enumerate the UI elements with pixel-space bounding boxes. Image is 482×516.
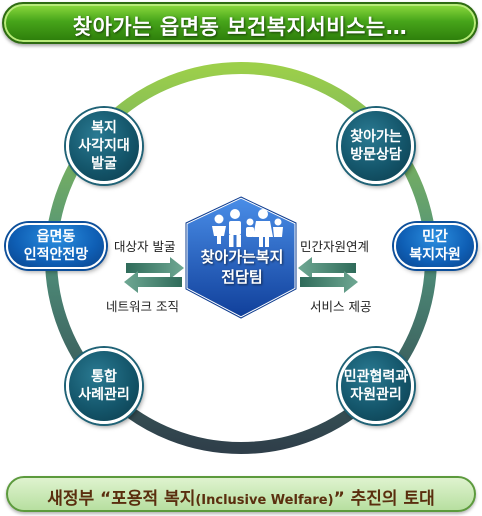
node-visiting-consultation: 찾아가는 방문상담 — [338, 108, 414, 184]
left-flow-arrows — [124, 257, 184, 293]
flow-label-target-discovery: 대상자 발굴 — [114, 239, 176, 254]
node-integrated-case-management: 통합 사례관리 — [66, 348, 142, 424]
title-text: 찾아가는 읍면동 보건복지서비스는… — [72, 15, 408, 39]
node-blind-spot-discovery: 복지 사각지대 발굴 — [66, 108, 142, 184]
flow-label-network-organization: 네트워크 조직 — [106, 299, 179, 314]
arrow-right-right-bottom — [300, 271, 358, 293]
arrow-left-left-bottom — [124, 271, 182, 293]
flow-label-private-resource-link: 민간자원연계 — [300, 239, 370, 254]
footer-prefix: 새정부 “포용적 복지 — [47, 489, 196, 509]
center-team-label: 찾아가는복지 전담팀 — [200, 248, 284, 286]
footer-banner: 새정부 “포용적 복지(Inclusive Welfare)” 추진의 토대 — [6, 476, 476, 512]
footer-english: (Inclusive Welfare) — [195, 493, 334, 508]
node-public-private-cooperation: 민관협력과 자원관리 — [338, 348, 414, 424]
footer-suffix: ” 추진의 토대 — [333, 489, 435, 509]
title-banner: 찾아가는 읍면동 보건복지서비스는… — [2, 2, 478, 44]
arrow-left-right-top — [298, 257, 356, 279]
pill-private-welfare-resources: 민간 복지자원 — [394, 223, 476, 269]
footer-text: 새정부 “포용적 복지(Inclusive Welfare)” 추진의 토대 — [8, 484, 474, 509]
flow-label-service-provision: 서비스 제공 — [310, 299, 372, 314]
right-flow-arrows — [298, 257, 358, 293]
arrow-right-left-top — [126, 257, 184, 279]
people-icon — [212, 209, 283, 247]
pill-community-safety-net: 읍면동 인적안전망 — [6, 223, 106, 269]
